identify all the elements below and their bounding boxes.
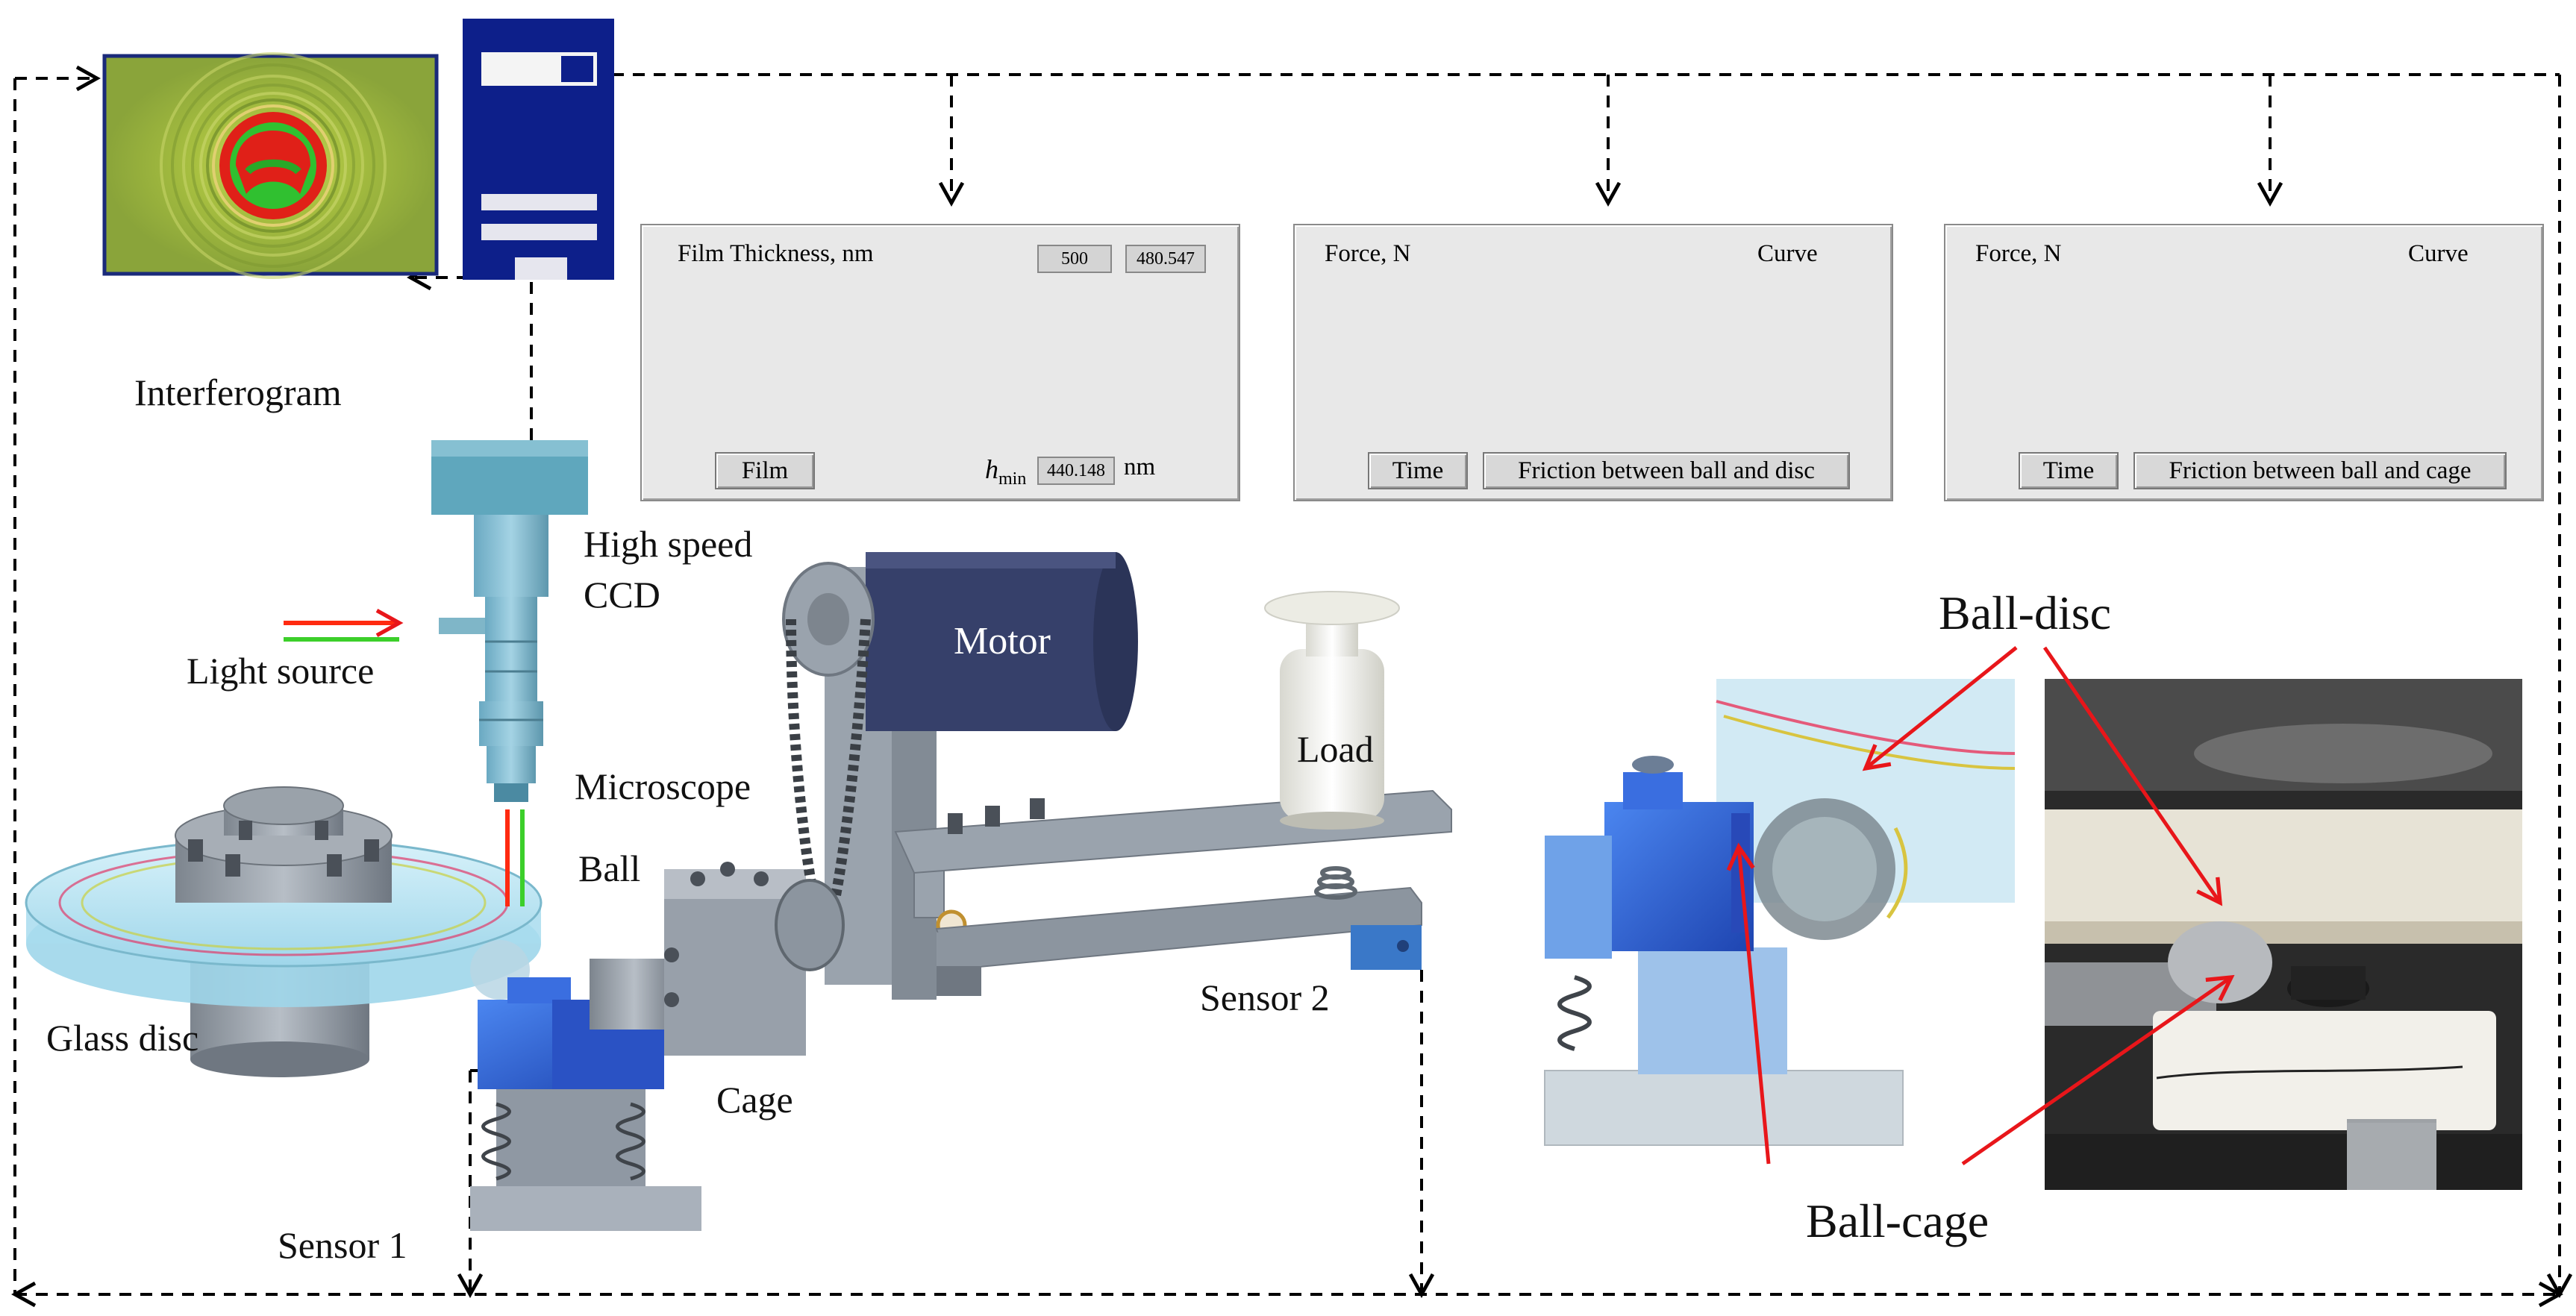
- ball-disc-label: Ball-disc: [1939, 586, 2112, 639]
- ball-disc-friction-panel: Force, N Curve Time Friction between bal…: [1293, 224, 1893, 501]
- ccd-label-line1: High speed: [584, 523, 753, 565]
- dashed-signal-loop: [11, 65, 2573, 1308]
- friction-ball-cage-button[interactable]: Friction between ball and cage: [2133, 452, 2507, 489]
- load-weight: [1264, 591, 1400, 830]
- panel-curve-label: Curve: [1757, 240, 1818, 267]
- closeup-render: [1544, 679, 2016, 1171]
- cage-shaft-housing: [590, 862, 806, 1056]
- cage-label: Cage: [716, 1079, 793, 1121]
- computer-icon: [463, 19, 614, 280]
- microscope-label: Microscope: [575, 765, 751, 807]
- hmin-unit: nm: [1124, 454, 1156, 480]
- interferogram-image: [102, 52, 439, 279]
- ball-cage-friction-panel: Force, N Curve Time Friction between bal…: [1944, 224, 2544, 501]
- annotation-arrows: [1726, 646, 2235, 1166]
- ball-cage-holder: [470, 940, 701, 1231]
- motor-label: Motor: [954, 620, 1051, 662]
- panel-title: Force, N: [1975, 240, 2062, 267]
- ball-label: Ball: [578, 847, 641, 889]
- interferogram-label: Interferogram: [134, 372, 342, 413]
- test-rig-photo: [2045, 679, 2522, 1190]
- film-value-field[interactable]: 500: [1037, 245, 1112, 273]
- sensor2-label: Sensor 2: [1200, 977, 1330, 1018]
- time-button[interactable]: Time: [1368, 452, 1468, 489]
- film-button[interactable]: Film: [715, 452, 815, 489]
- hmin-label: hmin: [985, 454, 1027, 489]
- film-readout-field: 480.547: [1125, 245, 1206, 273]
- light-beams: [284, 609, 525, 906]
- sensor1-label: Sensor 1: [278, 1224, 407, 1266]
- film-thickness-panel: Film Thickness, nm 500 480.547 Film hmin…: [640, 224, 1240, 501]
- microscope-ccd: [431, 440, 588, 802]
- time-button[interactable]: Time: [2019, 452, 2119, 489]
- ball-cage-label: Ball-cage: [1806, 1194, 1989, 1247]
- friction-ball-disc-button[interactable]: Friction between ball and disc: [1483, 452, 1850, 489]
- ccd-label-line2: CCD: [584, 574, 660, 615]
- hmin-value-field: 440.148: [1037, 457, 1115, 485]
- panel-title: Film Thickness, nm: [678, 240, 874, 267]
- panel-curve-label: Curve: [2408, 240, 2469, 267]
- glass-disc-label: Glass disc: [46, 1017, 199, 1059]
- glass-disc-assembly: [25, 786, 543, 1077]
- load-label: Load: [1297, 728, 1374, 770]
- motor-frame: [775, 552, 1138, 1000]
- panel-title: Force, N: [1325, 240, 1411, 267]
- light-source-label: Light source: [187, 650, 375, 692]
